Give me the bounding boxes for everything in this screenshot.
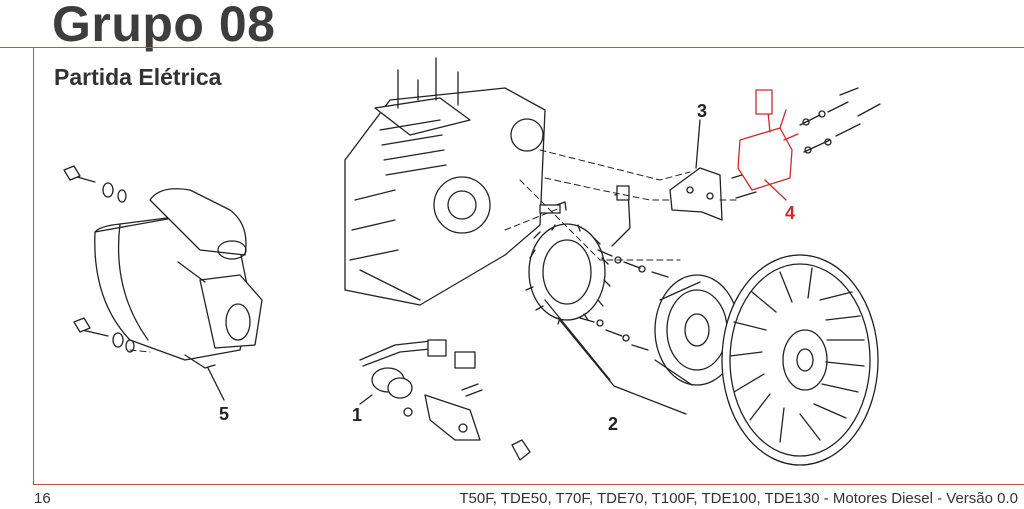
rotor-drum bbox=[654, 274, 740, 386]
callout-3: 3 bbox=[697, 101, 708, 121]
margin-rule bbox=[33, 47, 34, 485]
sensor-assembly bbox=[359, 339, 531, 461]
footer-text: T50F, TDE50, T70F, TDE70, T100F, TDE100,… bbox=[459, 490, 1018, 507]
header-rule bbox=[0, 47, 1024, 48]
stator-ring bbox=[525, 185, 631, 325]
starter-motor bbox=[63, 165, 263, 369]
callout-1: 1 bbox=[352, 405, 363, 425]
regulator-bolts bbox=[799, 87, 881, 154]
section-subtitle: Partida Elétrica bbox=[54, 64, 222, 90]
page-number: 16 bbox=[34, 490, 51, 507]
callout-4: 4 bbox=[785, 203, 796, 223]
callout-5: 5 bbox=[219, 404, 230, 424]
voltage-regulator bbox=[737, 89, 799, 191]
mounting-bolts bbox=[579, 249, 669, 351]
page-title: Grupo 08 bbox=[52, 0, 276, 52]
callout-2: 2 bbox=[608, 414, 619, 434]
engine-block bbox=[344, 57, 546, 306]
flywheel bbox=[721, 254, 879, 466]
footer-rule bbox=[33, 484, 1024, 485]
bracket bbox=[669, 167, 757, 221]
